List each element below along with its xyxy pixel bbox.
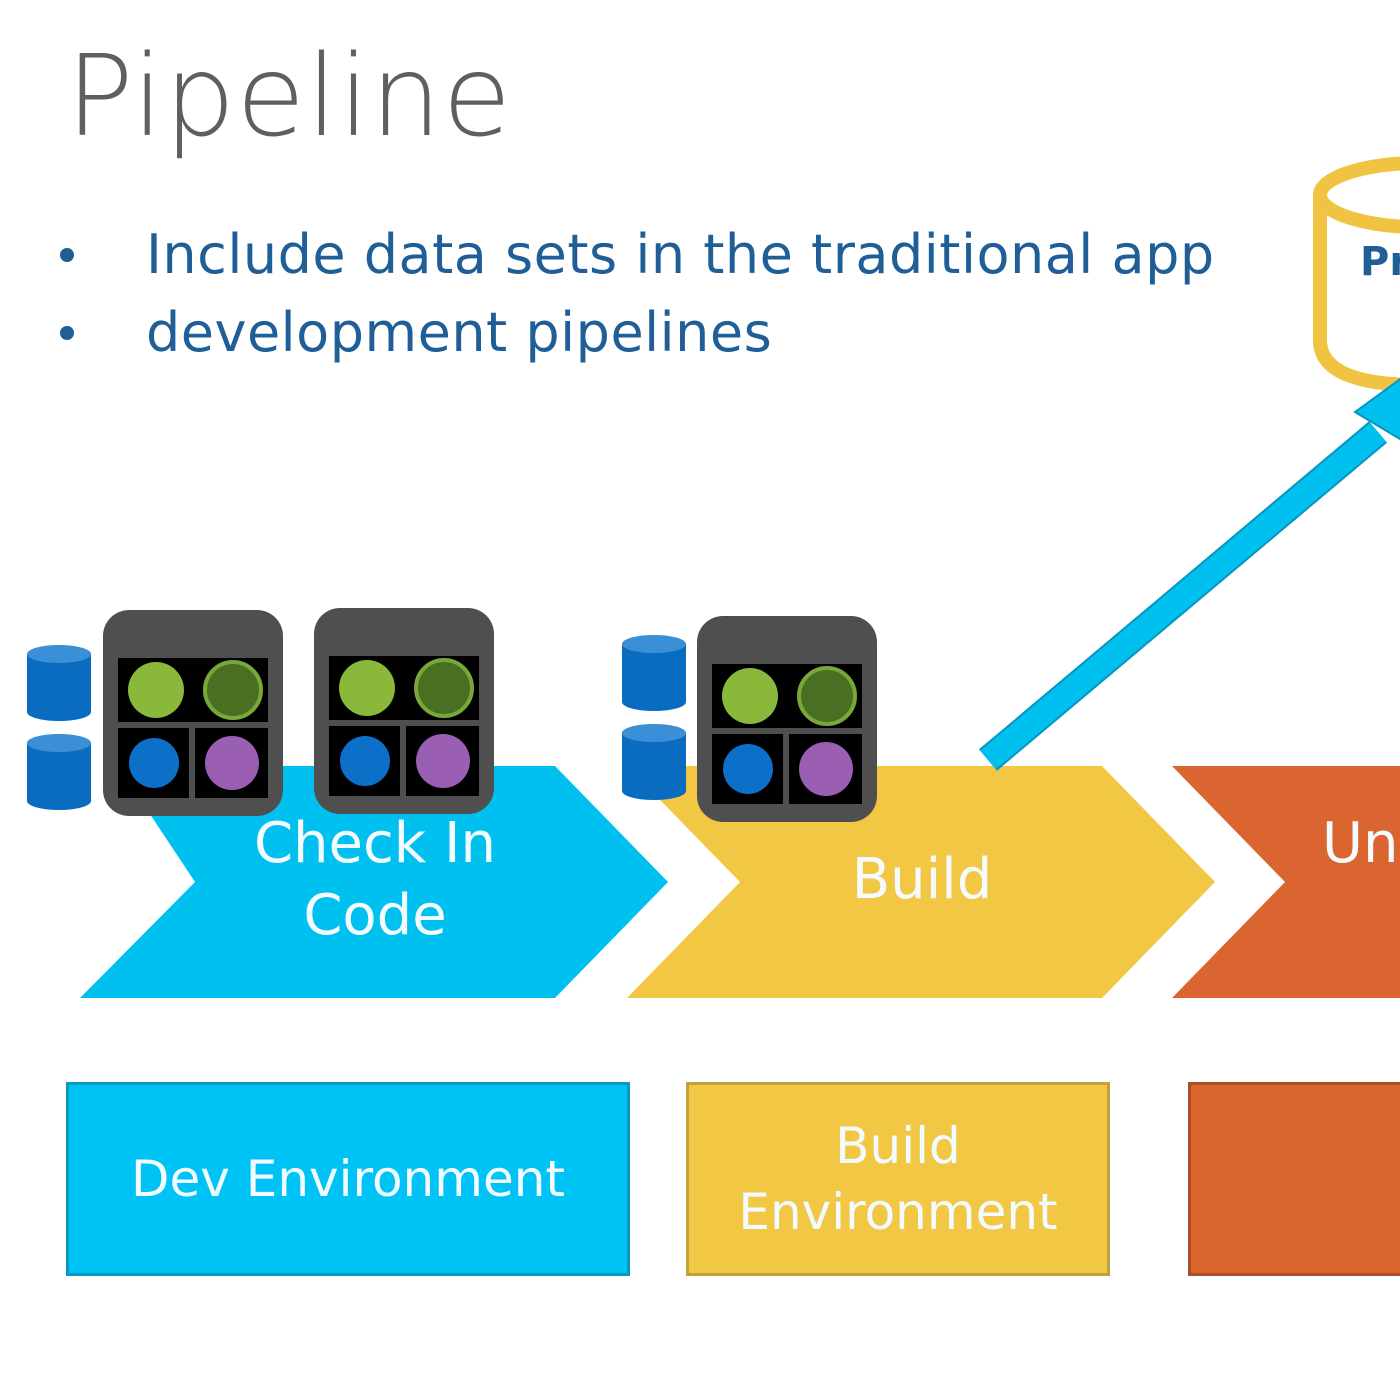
stage-label-line: Check In [253,811,497,876]
status-dot [340,736,390,786]
data-store-icon [622,635,686,800]
env-test [1188,1082,1400,1276]
stage-label-build: Build [851,847,993,912]
env-dev: Dev Environment [66,1082,630,1276]
data-store-icon [27,645,91,810]
container-icon [314,608,494,814]
bullet-item: Include data sets in the traditional app [54,216,1215,294]
bullet-item: development pipelines [54,294,1215,372]
bullet-text: development pipelines [146,301,773,364]
env-build: Build Environment [686,1082,1110,1276]
status-dot [203,660,263,720]
container-icon [103,610,283,816]
stage-unit-test [1172,766,1400,998]
status-dot [797,666,857,726]
status-dot [416,734,470,788]
slide-title: Pipeline [66,32,513,162]
bullet-dot-icon [60,248,74,262]
status-dot [723,744,773,794]
stage-label-check-in-code: Check In Code [200,808,550,952]
status-dot [129,738,179,788]
stage-check-in-code [80,766,668,998]
status-dot [722,668,778,724]
status-dot [339,660,395,716]
env-label: Build [835,1117,961,1175]
status-dot [128,662,184,718]
bullet-list: Include data sets in the traditional app… [54,216,1215,372]
env-label: Dev Environment [130,1150,565,1208]
database-label: Pr [1360,239,1400,285]
stage-label-line: Code [303,883,447,948]
status-dot [414,658,474,718]
bullet-text: Include data sets in the traditional app [146,223,1215,286]
stage-label-unit: Un [1322,811,1399,876]
status-dot [799,742,853,796]
env-label: Environment [738,1183,1058,1241]
deploy-arrow [978,378,1400,771]
container-icon [697,616,877,822]
stage-build [627,766,1215,998]
bullet-dot-icon [60,326,74,340]
status-dot [205,736,259,790]
